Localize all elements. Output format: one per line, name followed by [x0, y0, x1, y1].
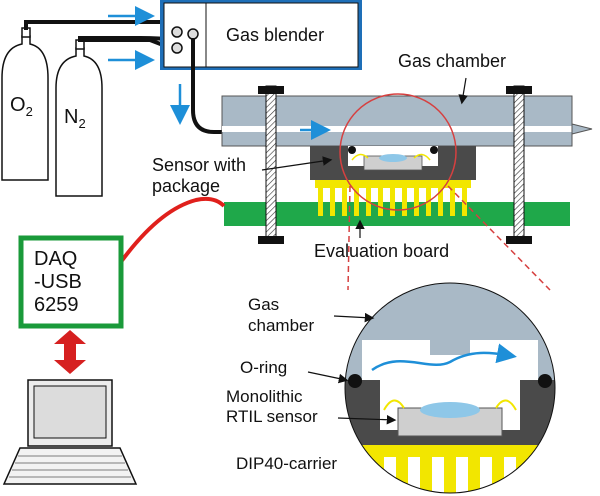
zoom-detail	[345, 283, 555, 493]
package-pins	[315, 180, 471, 214]
zoom-dip-carrier-label: DIP40-carrier	[236, 454, 338, 473]
evaluation-board-label: Evaluation board	[314, 241, 450, 261]
data-transfer-double-arrow	[54, 330, 86, 374]
zoom-gas-chamber-label-line2: chamber	[248, 316, 315, 335]
zoom-o-ring-label: O-ring	[240, 358, 288, 377]
laptop-icon	[2, 379, 138, 485]
clamp-screw-left	[258, 85, 284, 244]
n2-cylinder	[55, 39, 103, 197]
daq-label-line3: 6259	[34, 294, 79, 316]
gas-chamber-label: Gas chamber	[398, 51, 507, 71]
clamp-screw-right	[506, 85, 532, 244]
zoom-gas-chamber-label-line1: Gas	[248, 295, 280, 314]
mixed-gas-tube	[191, 38, 236, 134]
sensor-package	[310, 146, 476, 180]
n2-label: N2	[64, 106, 86, 131]
zoom-line-right	[447, 185, 551, 291]
daq-label: DAQ -USB 6259	[34, 248, 82, 317]
zoom-sensor-label-line1: Monolithic	[226, 387, 303, 406]
daq-box	[18, 235, 124, 329]
gas-chamber	[221, 95, 593, 147]
sensor-with-package-label-line2: package	[152, 176, 221, 196]
evaluation-board	[224, 202, 570, 226]
sensor-with-package-label-line1: Sensor with	[152, 155, 247, 175]
o2-cylinder	[1, 27, 49, 181]
o2-label: O2	[10, 94, 33, 119]
detail-circle	[339, 93, 457, 211]
usb-cable	[116, 196, 226, 268]
zoom-line-left	[347, 185, 351, 291]
daq-label-line2: -USB	[34, 271, 82, 293]
gas-blender-label: Gas blender	[226, 25, 325, 45]
zoom-sensor-label-line2: RTIL sensor	[226, 407, 318, 426]
o2-gas-line	[24, 20, 172, 34]
daq-label-line1: DAQ	[34, 248, 78, 270]
